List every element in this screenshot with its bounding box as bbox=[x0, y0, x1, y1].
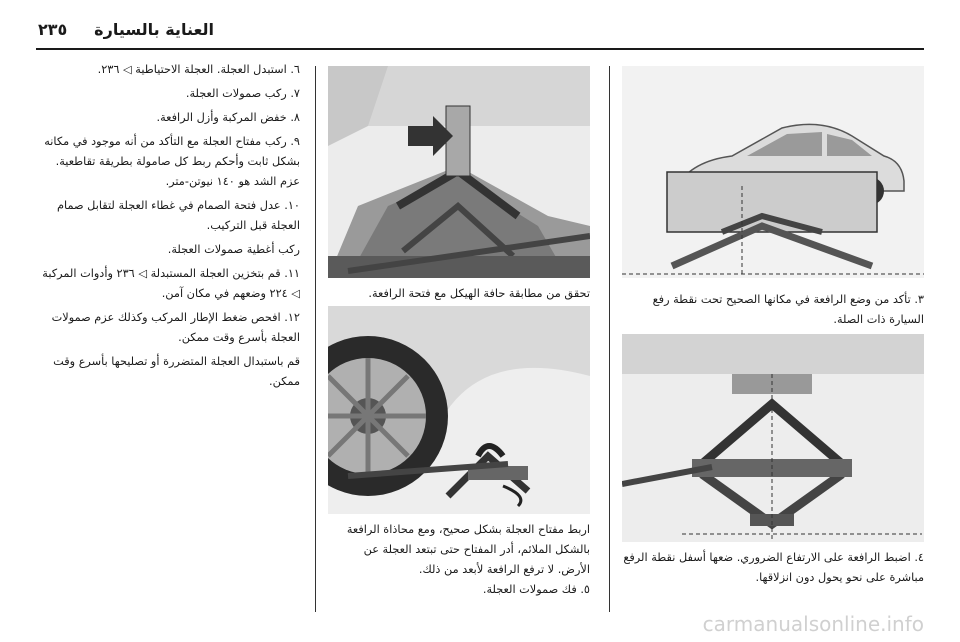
figure-car-lift-points bbox=[622, 66, 924, 278]
caption-mid-bottom: اربط مفتاح العجلة بشكل صحيح، ومع محاذاة … bbox=[346, 523, 590, 576]
step-10: ١٠. عدل فتحة الصمام في غطاء العجلة لتقاب… bbox=[57, 199, 300, 232]
caption-right-top: ٣. تأكد من وضع الرافعة في مكانها الصحيح … bbox=[652, 293, 924, 326]
figure-wheel-wrench bbox=[328, 306, 590, 514]
step-12: ١٢. افحص ضغط الإطار المركب وكذلك عزم صمو… bbox=[51, 311, 300, 344]
section-title: العناية بالسيارة bbox=[94, 20, 214, 39]
step-11: ١١. قم بتخزين العجلة المستبدلة ◁ ٢٣٦ وأد… bbox=[42, 267, 300, 300]
step-6: ٦. استبدل العجلة. العجلة الاحتياطية ◁ ٢٣… bbox=[97, 63, 300, 76]
column-divider bbox=[315, 66, 316, 612]
figure-jack-under-point bbox=[622, 334, 924, 542]
column-divider-2 bbox=[609, 66, 610, 612]
caption-right-bottom: ٤. اضبط الرافعة على الارتفاع الضروري. ضع… bbox=[623, 551, 924, 584]
caption-mid-top: تحقق من مطابقة حافة الهيكل مع فتحة الراف… bbox=[368, 287, 590, 300]
step-10-note: ركب أغطية صمولات العجلة. bbox=[167, 243, 300, 256]
step-9: ٩. ركب مفتاح العجلة مع التأكد من أنه موج… bbox=[44, 135, 300, 188]
header-rule bbox=[36, 48, 924, 50]
step-7: ٧. ركب صمولات العجلة. bbox=[185, 87, 300, 100]
figure-jack-sill bbox=[328, 66, 590, 278]
final-note: قم باستبدال العجلة المتضررة أو تصليحها ب… bbox=[53, 355, 300, 388]
watermark: carmanualsonline.info bbox=[702, 612, 924, 636]
step-5: ٥. فك صمولات العجلة. bbox=[482, 583, 590, 596]
page-header: ٢٣٥ العناية بالسيارة bbox=[0, 0, 960, 50]
instruction-text-column: ٦. استبدل العجلة. العجلة الاحتياطية ◁ ٢٣… bbox=[36, 60, 300, 396]
page-number: ٢٣٥ bbox=[38, 20, 68, 39]
step-8: ٨. خفض المركبة وأزل الرافعة. bbox=[156, 111, 300, 124]
